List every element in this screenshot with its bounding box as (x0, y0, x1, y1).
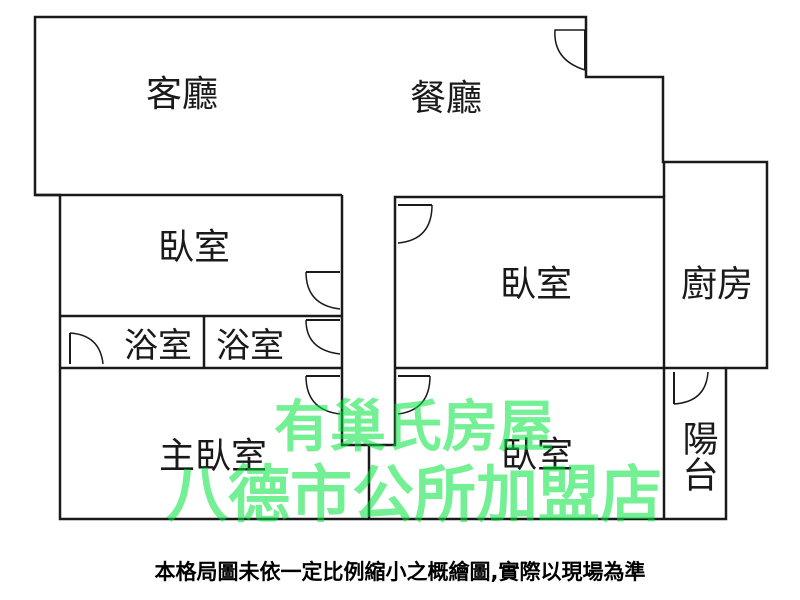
disclaimer-note: 本格局圖未依一定比例縮小之概繪圖,實際以現場為準 (154, 560, 646, 584)
wall-center-bedroom (369, 195, 666, 447)
label-bath-1: 浴室 (124, 326, 192, 366)
door-bedroom-se (397, 375, 431, 415)
door-master-bedroom (305, 375, 341, 415)
door-balcony (673, 371, 709, 405)
door-center-bedroom (397, 204, 433, 244)
label-living: 客廳 (146, 74, 218, 115)
label-balcony: 陽台 (677, 420, 718, 492)
label-master-bedroom: 主臥室 (159, 436, 267, 477)
label-bedroom-center: 臥室 (500, 264, 572, 305)
walls (33, 15, 769, 521)
door-bedroom-nw (305, 271, 341, 310)
label-bath-2: 浴室 (216, 326, 284, 366)
door-bath-1 (69, 332, 104, 365)
door-dining (554, 29, 586, 71)
label-bedroom-nw: 臥室 (158, 227, 230, 268)
watermark-line-1: 有巢氏房屋 (274, 395, 554, 460)
watermark-line-2: 八德市公所加盟店 (166, 458, 662, 531)
doors (69, 29, 709, 415)
label-bedroom-se: 臥室 (501, 435, 573, 476)
watermark: 有巢氏房屋 八德市公所加盟店 (166, 395, 662, 531)
label-dining: 餐廳 (410, 78, 482, 119)
wall-living-bottom (35, 193, 371, 519)
room-labels: 客廳 餐廳 臥室 浴室 浴室 主臥室 臥室 臥室 廚房 陽台 (124, 74, 753, 492)
door-bath-2 (305, 319, 341, 355)
label-kitchen: 廚房 (681, 264, 753, 305)
